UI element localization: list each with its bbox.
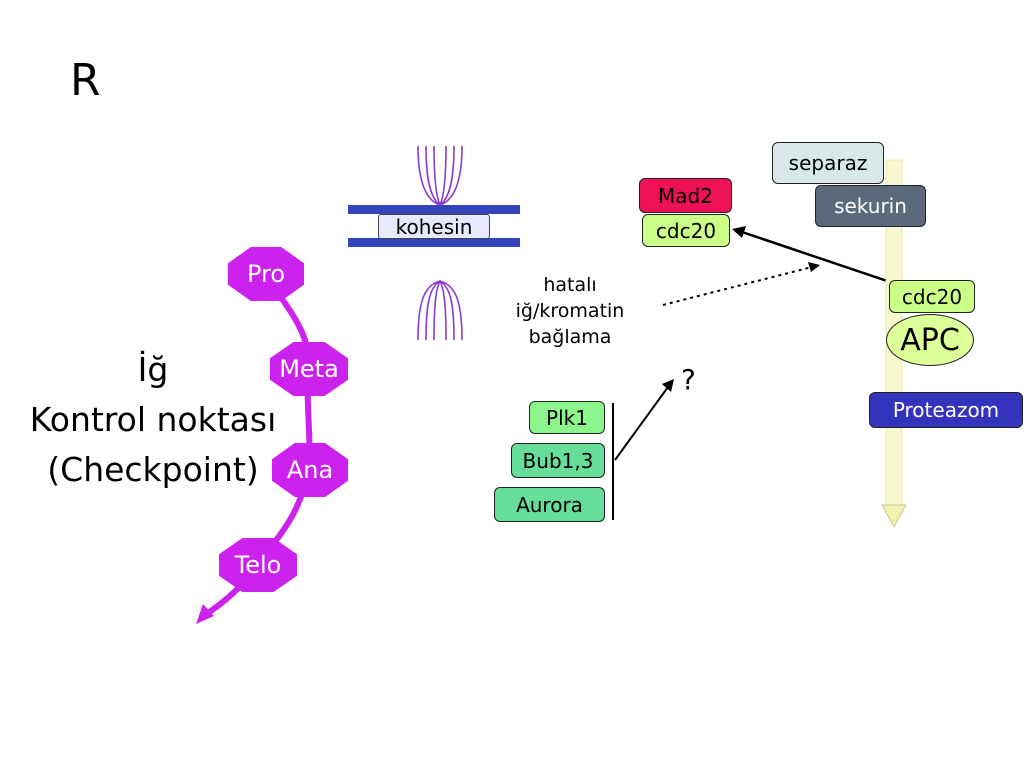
checkpoint-line3: (Checkpoint) <box>47 450 259 489</box>
spindle-top <box>417 145 463 206</box>
defect-line3: bağlama <box>528 326 612 348</box>
dotted-arrowhead <box>808 262 820 272</box>
kinase-aurora: Aurora <box>494 487 605 522</box>
phase-ana: Ana <box>272 443 348 497</box>
question-arrowhead <box>662 379 674 392</box>
defect-line1: hatalı <box>543 274 597 296</box>
kohesin-bar-top <box>348 205 520 214</box>
phase-pro: Pro <box>228 247 304 301</box>
defect-text: hatalı iğ/kromatin bağlama <box>490 272 650 350</box>
defect-line2: iğ/kromatin <box>515 300 625 322</box>
slide-letter: R <box>70 55 101 106</box>
separaz-box: separaz <box>772 142 884 184</box>
dotted-arrow <box>662 266 813 306</box>
question-arrow <box>614 386 669 461</box>
phase-arrowhead <box>196 604 214 624</box>
degradation-arrowhead <box>881 504 907 529</box>
checkpoint-label: İğ Kontrol noktası (Checkpoint) <box>8 345 298 495</box>
cdc20-left-box: cdc20 <box>642 214 730 247</box>
checkpoint-line2: Kontrol noktası <box>29 400 277 439</box>
mad2-box: Mad2 <box>639 178 732 213</box>
phase-meta: Meta <box>270 342 348 396</box>
spindle-bottom <box>417 280 463 341</box>
proteazom-box: Proteazom <box>869 392 1023 428</box>
checkpoint-line1: İğ <box>137 350 169 389</box>
kohesin-bar-bottom <box>348 238 520 247</box>
question-mark: ? <box>681 363 696 396</box>
kinase-bub13: Bub1,3 <box>511 443 605 478</box>
kohesin-label: kohesin <box>378 214 490 239</box>
cdc20-right-box: cdc20 <box>889 280 975 313</box>
kinase-plk1: Plk1 <box>529 401 605 434</box>
cdc20-arrowhead <box>732 226 746 238</box>
sekurin-box: sekurin <box>815 185 926 227</box>
apc-ellipse: APC <box>886 314 974 366</box>
cdc20-arrow <box>741 230 891 284</box>
phase-telo: Telo <box>219 538 297 592</box>
